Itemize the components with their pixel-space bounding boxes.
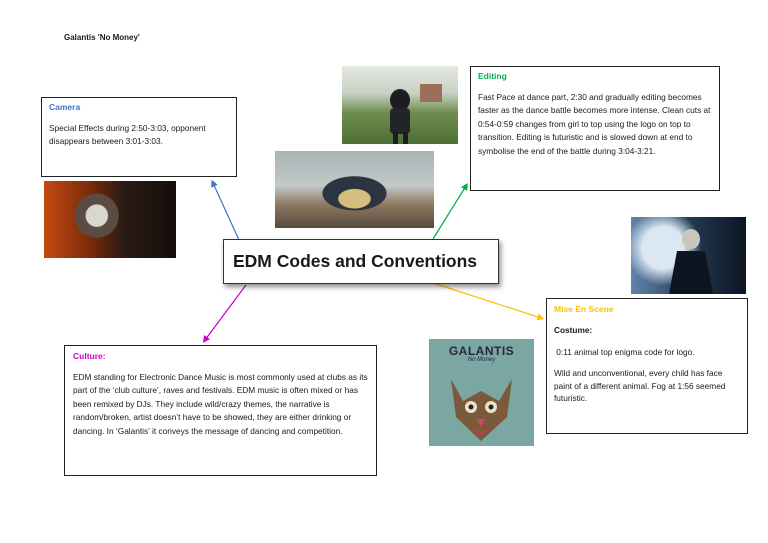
- editing-text: Fast Pace at dance part, 2:30 and gradua…: [478, 92, 711, 156]
- camera-arrow: [211, 179, 240, 241]
- cat-art-icon: [451, 379, 512, 441]
- girl-walking-photo: [342, 66, 458, 144]
- album-artist: GALANTIS: [448, 344, 515, 358]
- camera-heading: Camera: [49, 102, 81, 112]
- mise-line1: 0:11 animal top enigma code for logo.: [554, 346, 695, 357]
- culture-heading: Culture:: [73, 351, 106, 361]
- culture-arrow: [202, 284, 247, 343]
- editing-arrow: [432, 182, 468, 240]
- mise-subheading: Costume:: [554, 325, 593, 335]
- mise-arrow: [429, 281, 545, 321]
- face-paint-photo: [44, 181, 176, 258]
- document-title: Galantis 'No Money': [64, 33, 140, 42]
- camera-box: Camera Special Effects during 2:50-3:03,…: [41, 97, 237, 177]
- camera-text: Special Effects during 2:50-3:03, oppone…: [49, 123, 206, 147]
- hooded-figure-photo: [275, 151, 434, 228]
- mise-heading: Mise En Scene: [554, 304, 614, 314]
- center-title: EDM Codes and Conventions: [223, 239, 499, 284]
- album-title: No Money: [467, 357, 496, 363]
- culture-text: EDM standing for Electronic Dance Music …: [73, 372, 368, 436]
- editing-heading: Editing: [478, 71, 507, 81]
- mise-line2: Wild and unconventional, every child has…: [554, 368, 726, 404]
- mise-en-scene-box: Mise En Scene Costume: 0:11 animal top e…: [546, 298, 748, 434]
- editing-box: Editing Fast Pace at dance part, 2:30 an…: [470, 66, 720, 191]
- fog-figure-photo: [631, 217, 746, 294]
- culture-box: Culture: EDM standing for Electronic Dan…: [64, 345, 377, 476]
- album-cover: GALANTIS No Money: [429, 339, 534, 446]
